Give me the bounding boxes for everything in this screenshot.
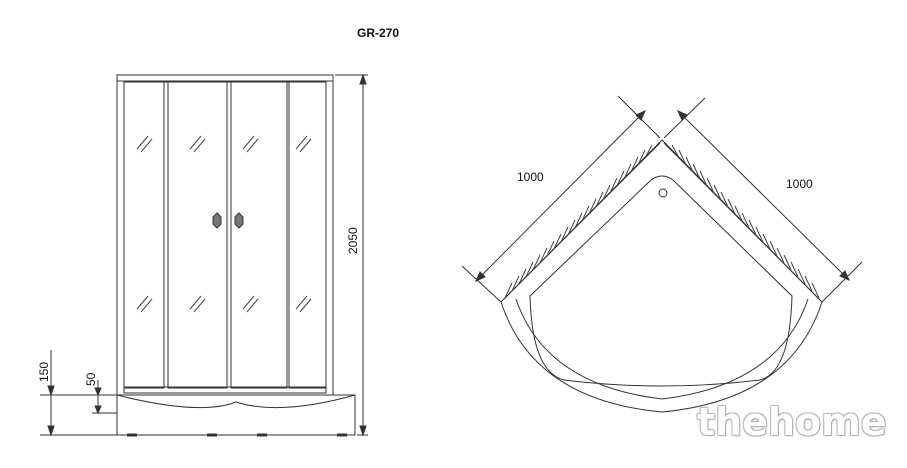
watermark-logo: thehome xyxy=(697,400,887,444)
height-dimension xyxy=(335,73,368,437)
side-a-dimension xyxy=(461,95,661,303)
side-b-dimension xyxy=(663,97,863,303)
tray-outline xyxy=(500,139,823,413)
hatching-right xyxy=(671,144,820,299)
side-a-label: 1000 xyxy=(517,170,544,184)
step-height-label: 50 xyxy=(84,372,98,386)
model-title: GR-270 xyxy=(357,26,399,40)
front-view xyxy=(116,74,356,437)
hatching-left xyxy=(504,144,653,299)
top-view xyxy=(500,139,823,413)
door-handle-right xyxy=(234,212,244,229)
height-label: 2050 xyxy=(346,227,360,254)
drain xyxy=(658,188,668,198)
glass-reflection-marks xyxy=(136,135,312,313)
shower-tray xyxy=(116,394,356,436)
side-b-label: 1000 xyxy=(786,177,813,191)
cabin-frame xyxy=(116,74,334,396)
tray-basin xyxy=(529,175,793,387)
glass-panels xyxy=(123,81,327,389)
door-handle-left xyxy=(212,212,222,229)
tray-dimensions xyxy=(40,350,117,437)
tray-height-label: 150 xyxy=(37,362,51,382)
